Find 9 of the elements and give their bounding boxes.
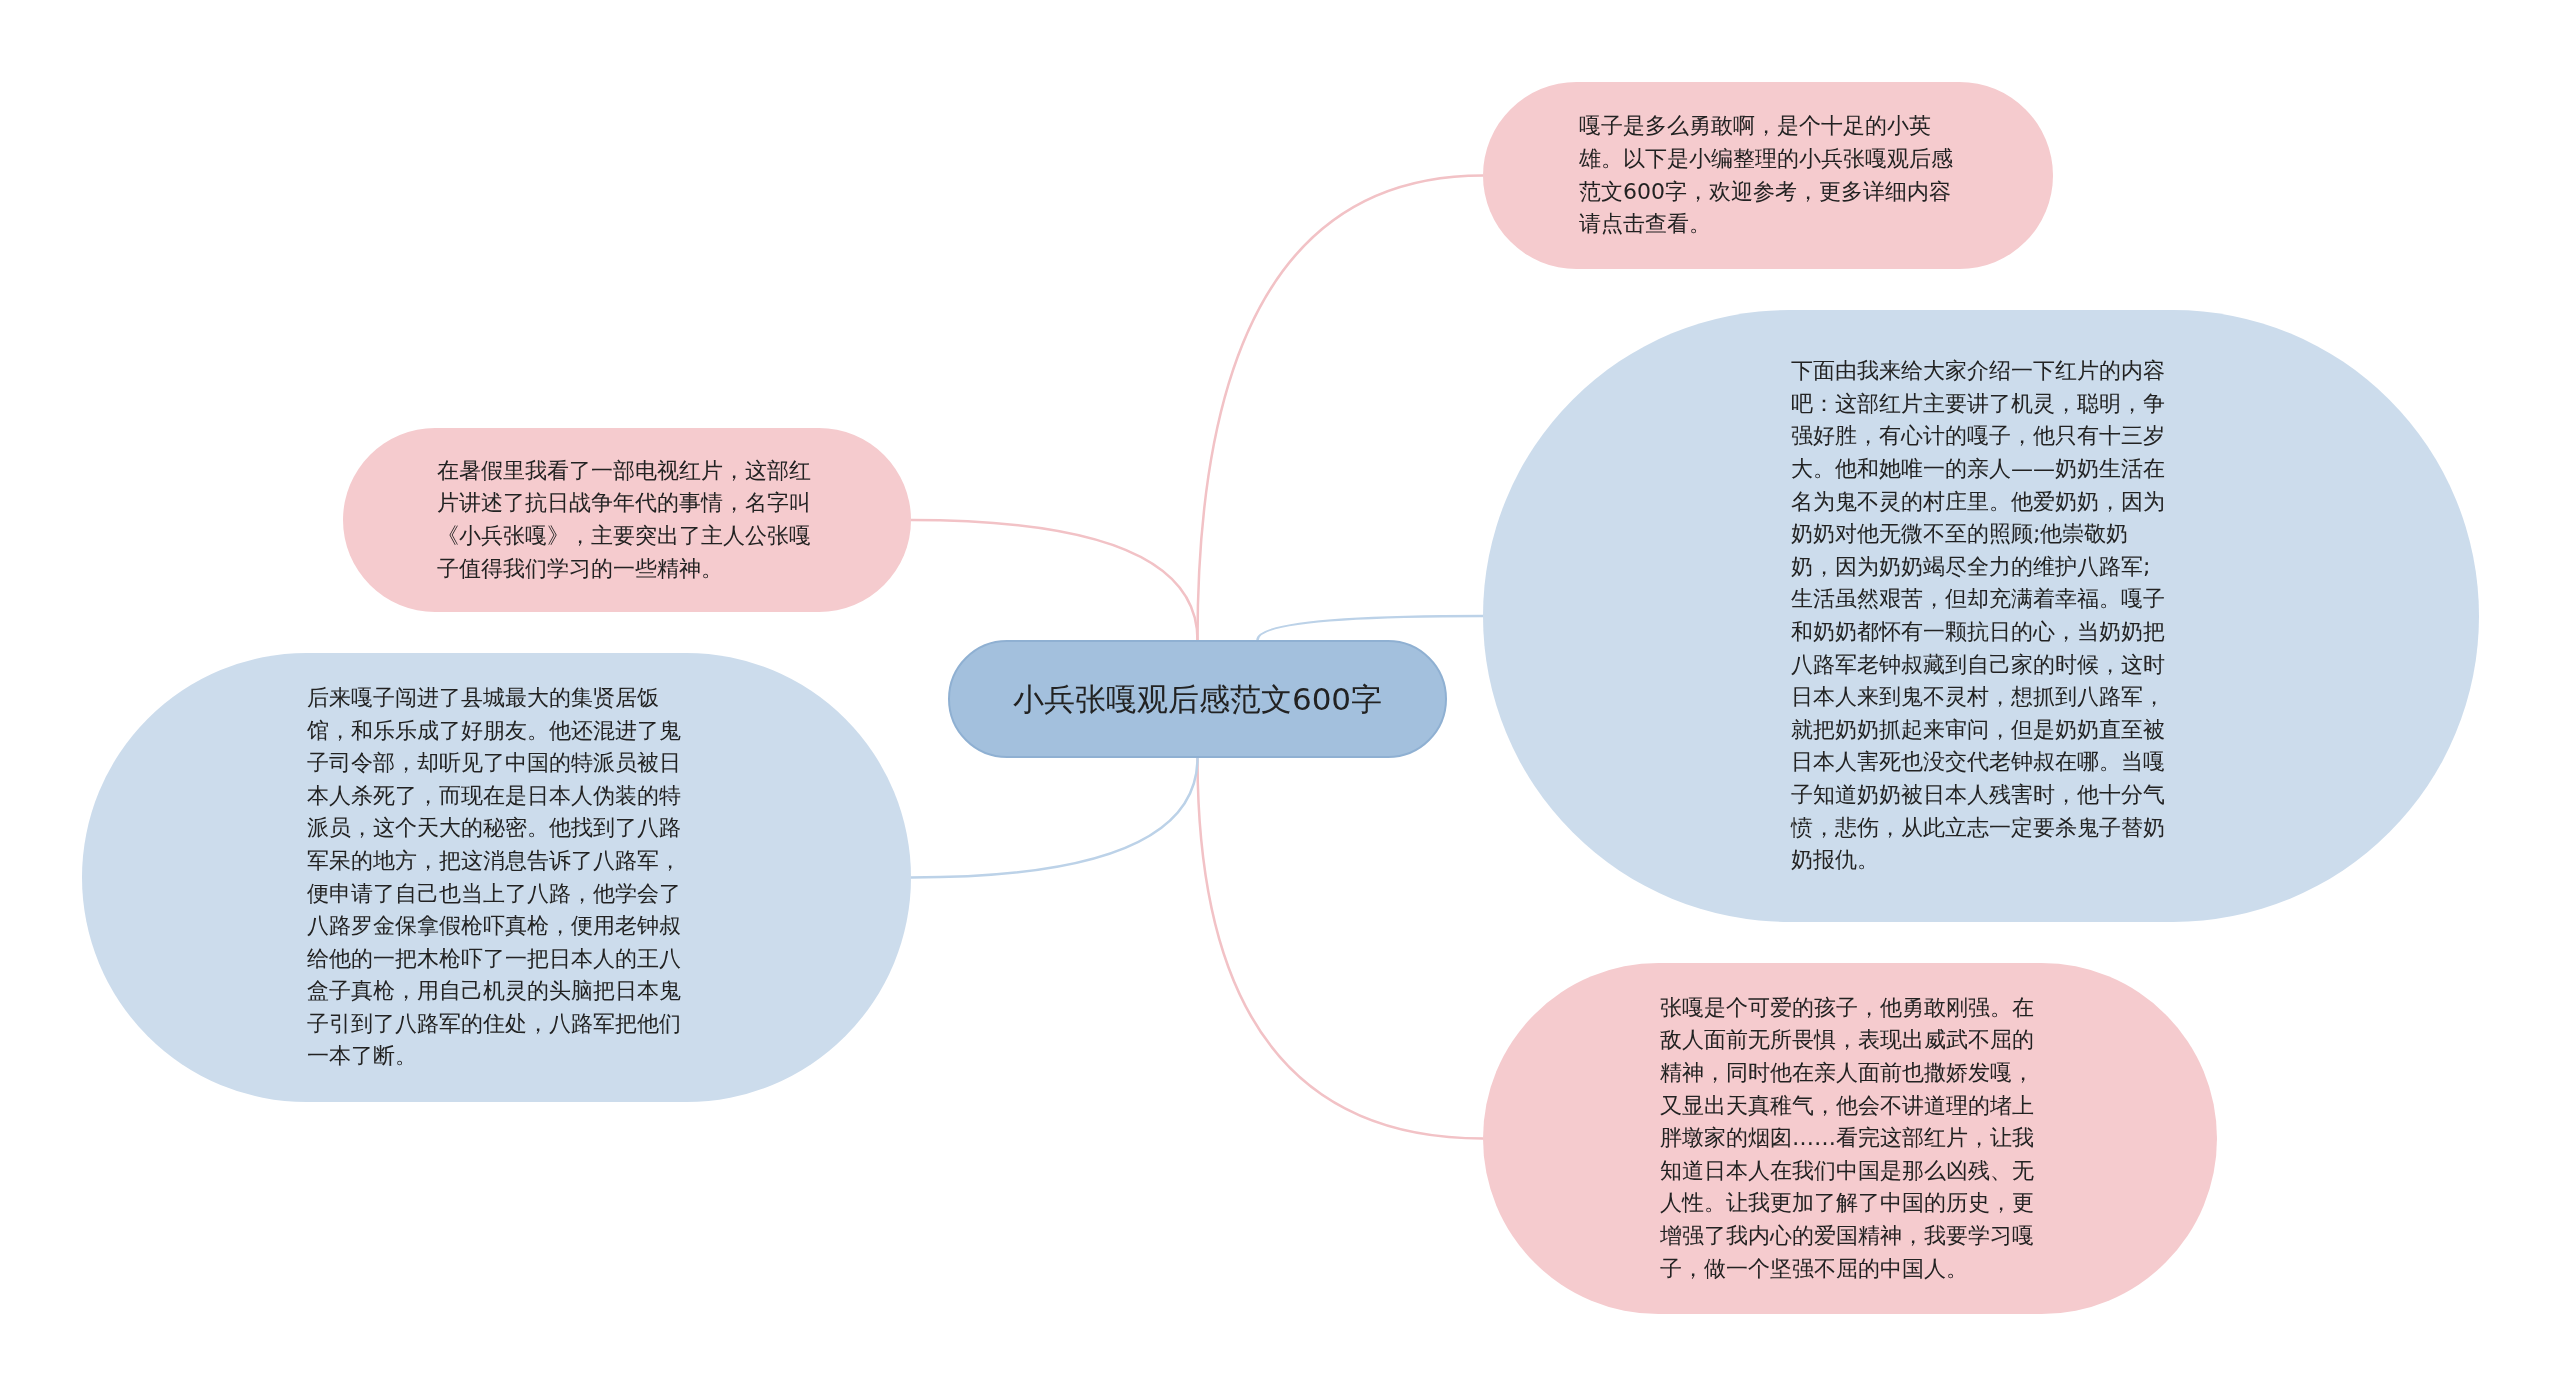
connector-line xyxy=(910,518,1199,641)
topic-title: 小兵张嘎观后感范文600字 xyxy=(1011,680,1384,719)
connector-line xyxy=(910,757,1199,879)
paragraph-text: 在暑假里我看了一部电视红片，这部红片讲述了抗日战争年代的事情，名字叫《小兵张嘎》，主要突出了主人公张嘎子值得我们学习的一些精神。 xyxy=(437,456,812,583)
connector-line xyxy=(1256,614,1483,641)
paragraph-text: 张嘎是个可爱的孩子，他勇敢刚强。在敌人面前无所畏惧，表现出威武不屈的精神，同时他在亲人面前也撒娇发嘎，又显出天真稚气，他会不讲道理的堵上胖墩家的烟囱……看完这部红片，让我知道日本人在我们中国是那么凶残、无人性。让我更加了解了中国的历史，更增强了我内心的爱国精神，我要学习嘎子，做一个坚强不屈的中国人。 xyxy=(1660,993,2035,1283)
paragraph-text: 下面由我来给大家介绍一下红片的内容吧：这部红片主要讲了机灵，聪明，争强好胜，有心计的嘎子，他只有十三岁大。他和她唯一的亲人——奶奶生活在名为鬼不灵的村庄里。他爱奶奶，因为奶奶对他无微不至的照顾;他崇敬奶奶，因为奶奶竭尽全力的维护八路军;生活虽然艰苦，但却充满着幸福。嘎子和奶奶都怀有一颗抗日的心，当奶奶把八路军老钟叔藏到自己家的时候，这时日本人来到鬼不灵村，想抓到八路军，就把奶奶抓起来审问，但是奶奶直至被日本人害死也没交代老钟叔在哪。当嘎子知道奶奶被日本人残害时，他十分气愤，悲伤，从此立志一定要杀鬼子替奶奶报仇。 xyxy=(1791,357,2166,875)
paragraph-text: 嘎子是多么勇敢啊，是个十足的小英雄。以下是小编整理的小兵张嘎观后感范文600字，欢迎参考，更多详细内容请点击查看。 xyxy=(1579,112,1954,239)
paragraph-text: 后来嘎子闯进了县城最大的集贤居饭馆，和乐乐成了好朋友。他还混进了鬼子司令部，却听见了中国的特派员被日本人杀死了，而现在是日本人伪装的特派员，这个天大的秘密。他找到了八路军呆的地方，把这消息告诉了八路军，便申请了自己也当上了八路，他学会了八路罗金保拿假枪吓真枪，便用老钟叔给他的一把木枪吓了一把日本人的王八盒子真枪，用自己机灵的头脑把日本鬼子引到了八路军的住处，八路军把他们一本了断。 xyxy=(307,683,682,1071)
